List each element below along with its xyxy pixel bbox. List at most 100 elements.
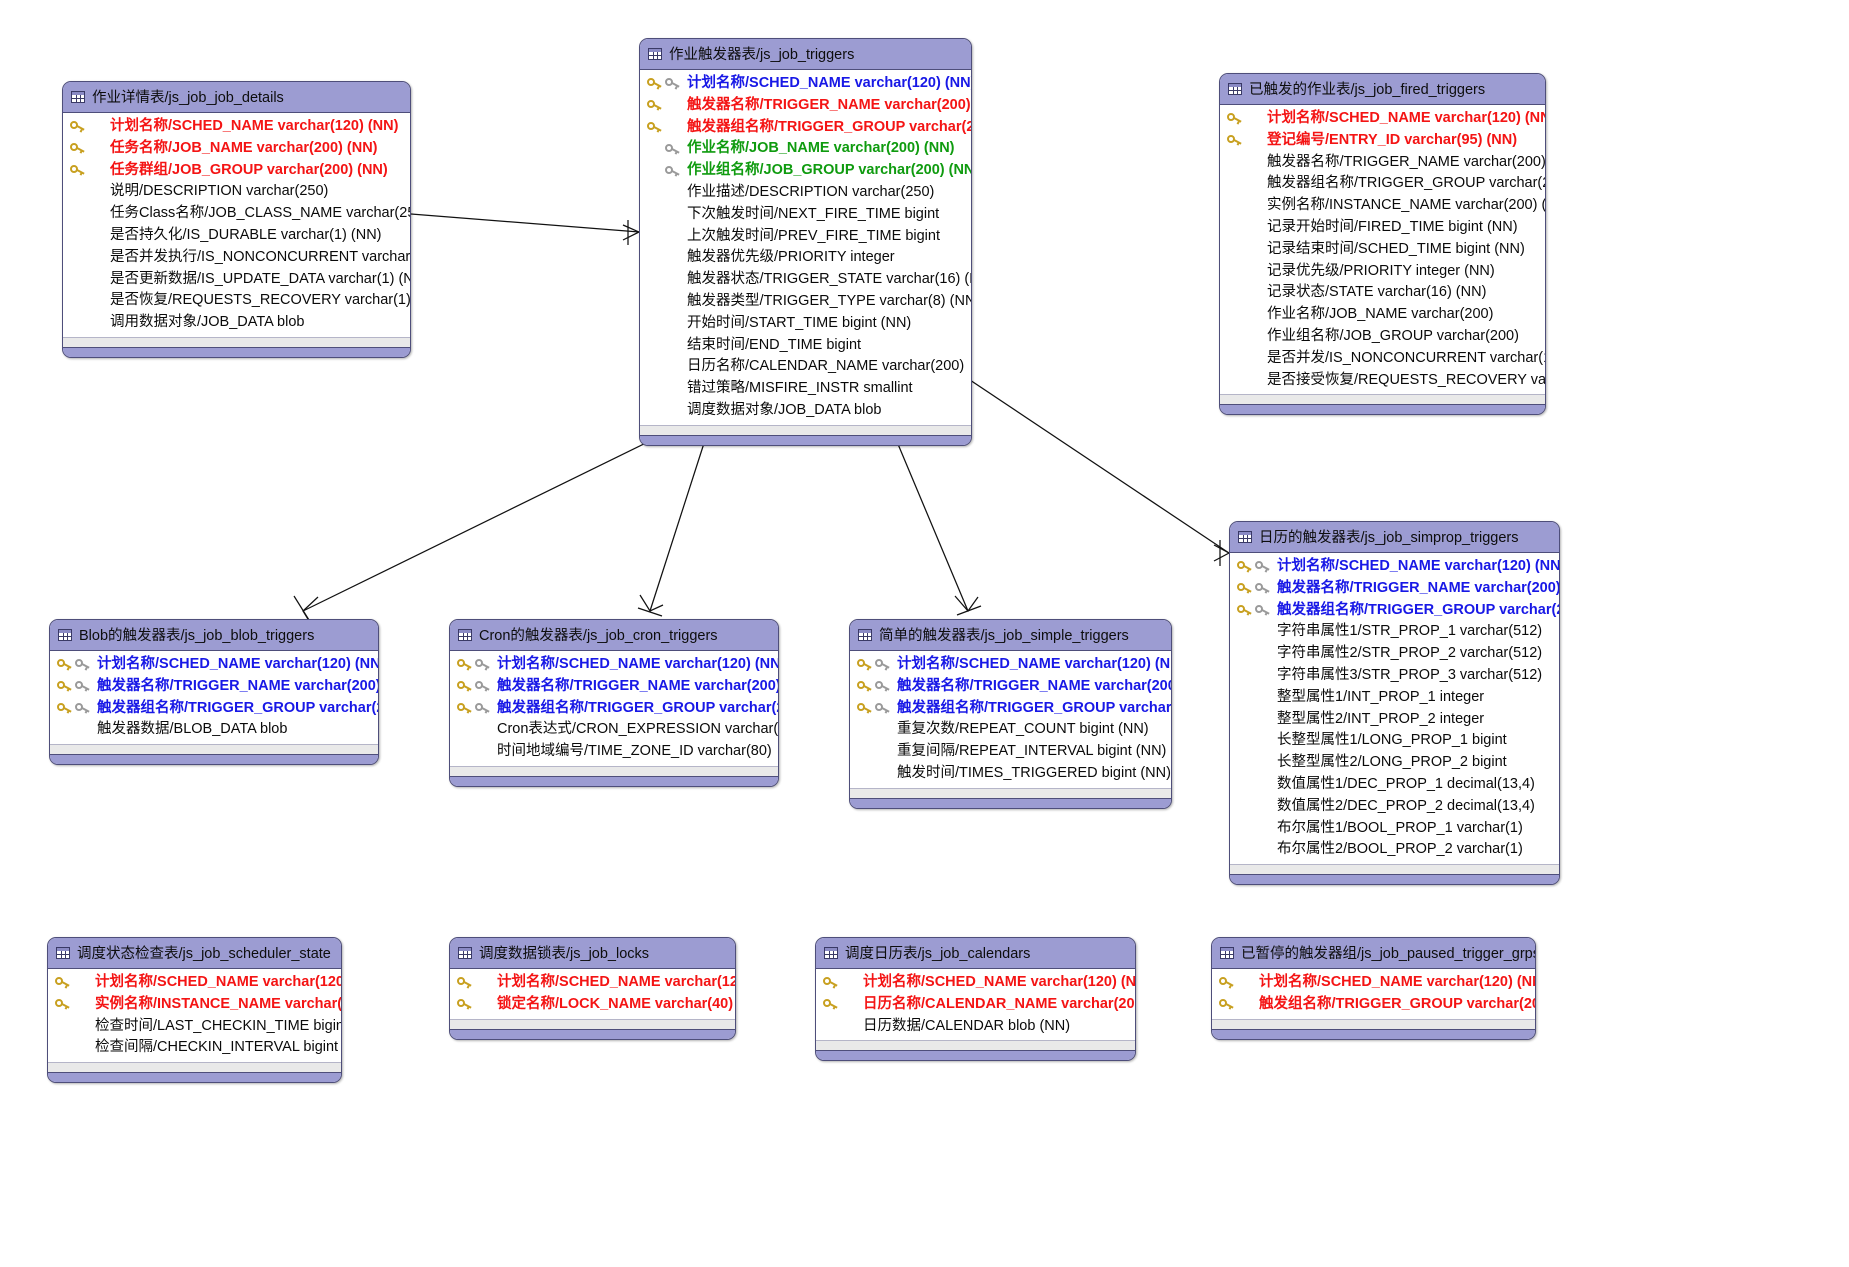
field-row[interactable]: 实例名称/INSTANCE_NAME varchar(200) (NN) [48, 994, 341, 1016]
entity-header-blob_triggers[interactable]: Blob的触发器表/js_job_blob_triggers [50, 620, 378, 651]
field-row[interactable]: 检查间隔/CHECKIN_INTERVAL bigint (NN) [48, 1037, 341, 1059]
entity-scheduler_state[interactable]: 调度状态检查表/js_job_scheduler_state 计划名称/SCHED… [47, 937, 342, 1084]
entity-simprop_triggers[interactable]: 日历的触发器表/js_job_simprop_triggers 计划名称/SCHE… [1229, 521, 1560, 886]
field-row[interactable]: 触发器数据/BLOB_DATA blob [50, 719, 378, 741]
field-row[interactable]: 开始时间/START_TIME bigint (NN) [640, 313, 971, 335]
field-row[interactable]: 数值属性2/DEC_PROP_2 decimal(13,4) [1230, 796, 1559, 818]
field-row[interactable]: 触发器名称/TRIGGER_NAME varchar(200) (NN) [50, 676, 378, 698]
field-row[interactable]: 是否并发执行/IS_NONCONCURRENT varchar(1) (NN) [63, 247, 410, 269]
field-row[interactable]: 计划名称/SCHED_NAME varchar(120) (NN) [816, 972, 1135, 994]
entity-header-simprop_triggers[interactable]: 日历的触发器表/js_job_simprop_triggers [1230, 522, 1559, 553]
field-row[interactable]: 触发器状态/TRIGGER_STATE varchar(16) (NN) [640, 269, 971, 291]
field-row[interactable]: 上次触发时间/PREV_FIRE_TIME bigint [640, 226, 971, 248]
entity-job_triggers[interactable]: 作业触发器表/js_job_triggers 计划名称/SCHED_NAME va… [639, 38, 972, 446]
field-row[interactable]: 记录优先级/PRIORITY integer (NN) [1220, 261, 1545, 283]
field-row[interactable]: 布尔属性2/BOOL_PROP_2 varchar(1) [1230, 839, 1559, 861]
field-row[interactable]: 触发器名称/TRIGGER_NAME varchar(200) (NN) [850, 676, 1171, 698]
field-row[interactable]: 实例名称/INSTANCE_NAME varchar(200) (NN) [1220, 195, 1545, 217]
field-row[interactable]: 登记编号/ENTRY_ID varchar(95) (NN) [1220, 130, 1545, 152]
field-row[interactable]: 计划名称/SCHED_NAME varchar(120) (NN) [63, 116, 410, 138]
field-row[interactable]: 日历名称/CALENDAR_NAME varchar(200) (NN) [816, 994, 1135, 1016]
entity-header-simple_triggers[interactable]: 简单的触发器表/js_job_simple_triggers [850, 620, 1171, 651]
field-row[interactable]: 检查时间/LAST_CHECKIN_TIME bigint (NN) [48, 1016, 341, 1038]
field-row[interactable]: 触发器组名称/TRIGGER_GROUP varchar(200) (NN) [640, 117, 971, 139]
field-row[interactable]: 触发器组名称/TRIGGER_GROUP varchar(200) (NN) [1220, 173, 1545, 195]
field-row[interactable]: 说明/DESCRIPTION varchar(250) [63, 181, 410, 203]
field-row[interactable]: 计划名称/SCHED_NAME varchar(120) (NN) [450, 972, 735, 994]
entity-header-cron_triggers[interactable]: Cron的触发器表/js_job_cron_triggers [450, 620, 778, 651]
field-row[interactable]: 作业名称/JOB_NAME varchar(200) [1220, 304, 1545, 326]
field-row[interactable]: 布尔属性1/BOOL_PROP_1 varchar(1) [1230, 818, 1559, 840]
entity-job_details[interactable]: 作业详情表/js_job_job_details 计划名称/SCHED_NAME … [62, 81, 411, 358]
entity-header-job_details[interactable]: 作业详情表/js_job_job_details [63, 82, 410, 113]
field-row[interactable]: 触发器名称/TRIGGER_NAME varchar(200) (NN) [450, 676, 778, 698]
field-row[interactable]: 调用数据对象/JOB_DATA blob [63, 312, 410, 334]
entity-cron_triggers[interactable]: Cron的触发器表/js_job_cron_triggers 计划名称/SCHED… [449, 619, 779, 787]
field-row[interactable]: 时间地域编号/TIME_ZONE_ID varchar(80) [450, 741, 778, 763]
field-row[interactable]: 长整型属性2/LONG_PROP_2 bigint [1230, 752, 1559, 774]
field-row[interactable]: 锁定名称/LOCK_NAME varchar(40) (NN) [450, 994, 735, 1016]
field-row[interactable]: 任务名称/JOB_NAME varchar(200) (NN) [63, 138, 410, 160]
field-row[interactable]: 是否接受恢复/REQUESTS_RECOVERY varchar(1) [1220, 370, 1545, 392]
field-row[interactable]: 触发器优先级/PRIORITY integer [640, 247, 971, 269]
field-row[interactable]: 触发器组名称/TRIGGER_GROUP varchar(200) (NN) [450, 698, 778, 720]
entity-header-paused_trigger_grps[interactable]: 已暂停的触发器组/js_job_paused_trigger_grps [1212, 938, 1535, 969]
field-row[interactable]: 数值属性1/DEC_PROP_1 decimal(13,4) [1230, 774, 1559, 796]
entity-paused_trigger_grps[interactable]: 已暂停的触发器组/js_job_paused_trigger_grps 计划名称/… [1211, 937, 1536, 1040]
entity-blob_triggers[interactable]: Blob的触发器表/js_job_blob_triggers 计划名称/SCHED… [49, 619, 379, 766]
field-row[interactable]: 日历名称/CALENDAR_NAME varchar(200) [640, 356, 971, 378]
field-row[interactable]: 计划名称/SCHED_NAME varchar(120) (NN) [1220, 108, 1545, 130]
field-row[interactable]: 触发器类型/TRIGGER_TYPE varchar(8) (NN) [640, 291, 971, 313]
field-row[interactable]: 是否恢复/REQUESTS_RECOVERY varchar(1) (NN) [63, 290, 410, 312]
field-row[interactable]: 是否持久化/IS_DURABLE varchar(1) (NN) [63, 225, 410, 247]
field-row[interactable]: 错过策略/MISFIRE_INSTR smallint [640, 378, 971, 400]
field-row[interactable]: 计划名称/SCHED_NAME varchar(120) (NN) [48, 972, 341, 994]
field-row[interactable]: 长整型属性1/LONG_PROP_1 bigint [1230, 730, 1559, 752]
field-row[interactable]: 计划名称/SCHED_NAME varchar(120) (NN) [640, 73, 971, 95]
field-row[interactable]: 触发器名称/TRIGGER_NAME varchar(200) (NN) [640, 95, 971, 117]
entity-header-locks[interactable]: 调度数据锁表/js_job_locks [450, 938, 735, 969]
entity-header-scheduler_state[interactable]: 调度状态检查表/js_job_scheduler_state [48, 938, 341, 969]
entity-header-calendars[interactable]: 调度日历表/js_job_calendars [816, 938, 1135, 969]
field-row[interactable]: 日历数据/CALENDAR blob (NN) [816, 1016, 1135, 1038]
field-row[interactable]: 计划名称/SCHED_NAME varchar(120) (NN) [1212, 972, 1535, 994]
field-row[interactable]: 记录开始时间/FIRED_TIME bigint (NN) [1220, 217, 1545, 239]
entity-fired_triggers[interactable]: 已触发的作业表/js_job_fired_triggers 计划名称/SCHED_… [1219, 73, 1546, 416]
field-row[interactable]: 结束时间/END_TIME bigint [640, 335, 971, 357]
field-row[interactable]: 任务Class名称/JOB_CLASS_NAME varchar(250) (N… [63, 203, 410, 225]
field-row[interactable]: 是否并发/IS_NONCONCURRENT varchar(1) [1220, 348, 1545, 370]
field-row[interactable]: 任务群组/JOB_GROUP varchar(200) (NN) [63, 160, 410, 182]
field-row[interactable]: 字符串属性2/STR_PROP_2 varchar(512) [1230, 643, 1559, 665]
field-row[interactable]: 作业描述/DESCRIPTION varchar(250) [640, 182, 971, 204]
field-row[interactable]: 作业名称/JOB_NAME varchar(200) (NN) [640, 138, 971, 160]
field-row[interactable]: 重复间隔/REPEAT_INTERVAL bigint (NN) [850, 741, 1171, 763]
field-row[interactable]: 触发器名称/TRIGGER_NAME varchar(200) (NN) [1230, 578, 1559, 600]
field-row[interactable]: 触发组名称/TRIGGER_GROUP varchar(200) (NN) [1212, 994, 1535, 1016]
field-row[interactable]: 触发器组名称/TRIGGER_GROUP varchar(200) (NN) [850, 698, 1171, 720]
field-row[interactable]: Cron表达式/CRON_EXPRESSION varchar(120) (NN… [450, 719, 778, 741]
field-row[interactable]: 重复次数/REPEAT_COUNT bigint (NN) [850, 719, 1171, 741]
field-row[interactable]: 触发器名称/TRIGGER_NAME varchar(200) (NN) [1220, 152, 1545, 174]
field-row[interactable]: 触发器组名称/TRIGGER_GROUP varchar(200) (NN) [1230, 600, 1559, 622]
field-row[interactable]: 字符串属性1/STR_PROP_1 varchar(512) [1230, 621, 1559, 643]
entity-calendars[interactable]: 调度日历表/js_job_calendars 计划名称/SCHED_NAME va… [815, 937, 1136, 1062]
field-row[interactable]: 下次触发时间/NEXT_FIRE_TIME bigint [640, 204, 971, 226]
entity-locks[interactable]: 调度数据锁表/js_job_locks 计划名称/SCHED_NAME varch… [449, 937, 736, 1040]
field-row[interactable]: 计划名称/SCHED_NAME varchar(120) (NN) [1230, 556, 1559, 578]
field-row[interactable]: 字符串属性3/STR_PROP_3 varchar(512) [1230, 665, 1559, 687]
field-row[interactable]: 作业组名称/JOB_GROUP varchar(200) [1220, 326, 1545, 348]
field-row[interactable]: 整型属性1/INT_PROP_1 integer [1230, 687, 1559, 709]
field-row[interactable]: 计划名称/SCHED_NAME varchar(120) (NN) [450, 654, 778, 676]
entity-header-fired_triggers[interactable]: 已触发的作业表/js_job_fired_triggers [1220, 74, 1545, 105]
field-row[interactable]: 调度数据对象/JOB_DATA blob [640, 400, 971, 422]
field-row[interactable]: 记录状态/STATE varchar(16) (NN) [1220, 282, 1545, 304]
entity-simple_triggers[interactable]: 简单的触发器表/js_job_simple_triggers 计划名称/SCHED… [849, 619, 1172, 809]
field-row[interactable]: 计划名称/SCHED_NAME varchar(120) (NN) [50, 654, 378, 676]
field-row[interactable]: 触发器组名称/TRIGGER_GROUP varchar(200) (NN) [50, 698, 378, 720]
field-row[interactable]: 记录结束时间/SCHED_TIME bigint (NN) [1220, 239, 1545, 261]
field-row[interactable]: 是否更新数据/IS_UPDATE_DATA varchar(1) (NN) [63, 269, 410, 291]
entity-header-job_triggers[interactable]: 作业触发器表/js_job_triggers [640, 39, 971, 70]
field-row[interactable]: 作业组名称/JOB_GROUP varchar(200) (NN) [640, 160, 971, 182]
field-row[interactable]: 计划名称/SCHED_NAME varchar(120) (NN) [850, 654, 1171, 676]
field-row[interactable]: 整型属性2/INT_PROP_2 integer [1230, 709, 1559, 731]
